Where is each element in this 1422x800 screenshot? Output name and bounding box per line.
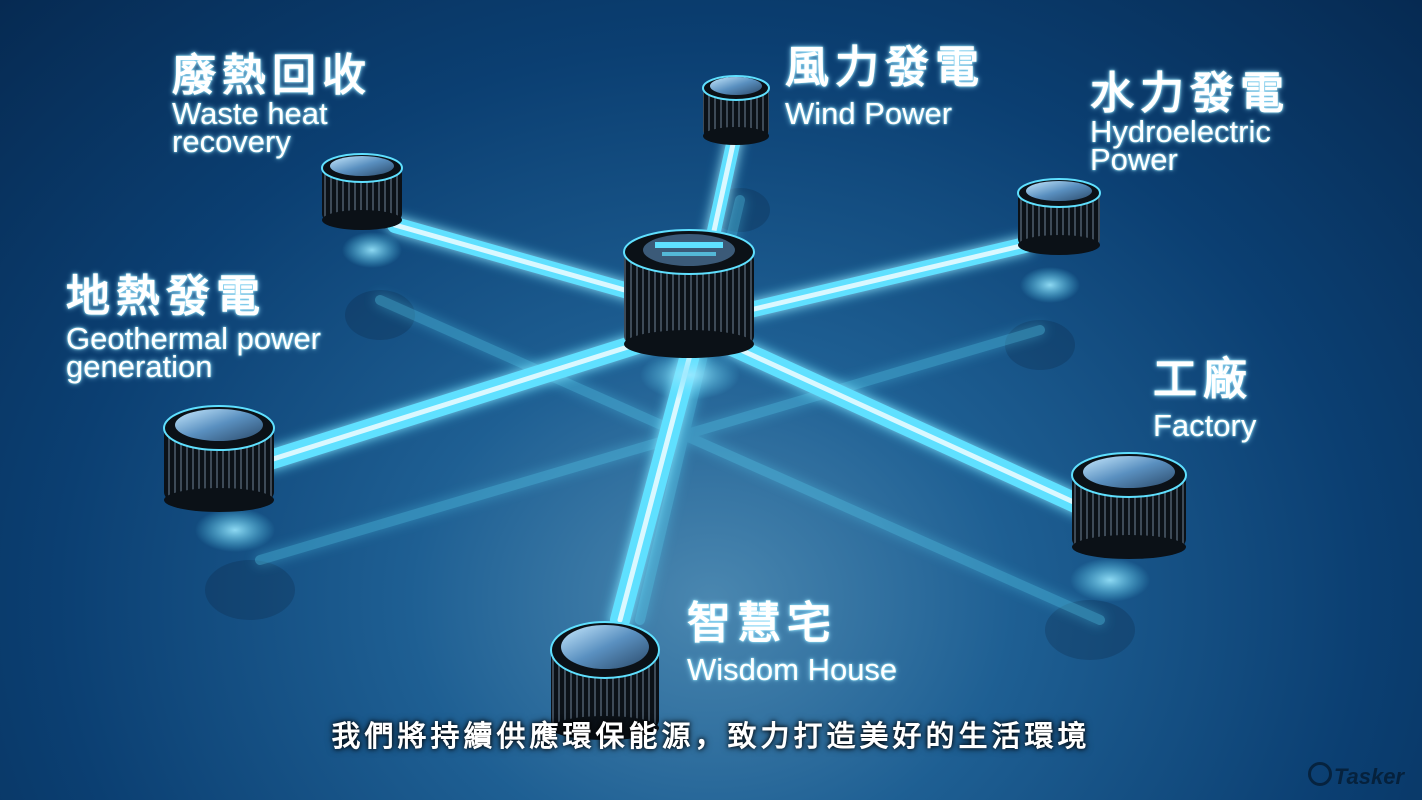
energy-beams bbox=[260, 128, 1090, 630]
node-waste-heat bbox=[321, 153, 403, 230]
label-wind: 風力發電 Wind Power bbox=[785, 42, 985, 131]
watermark-text: Tasker bbox=[1333, 764, 1404, 789]
label-hydro-en-line1: Hydroelectric bbox=[1090, 114, 1271, 149]
label-waste-heat: 廢熱回收 Waste heat recovery bbox=[172, 50, 372, 159]
label-waste-heat-zh: 廢熱回收 bbox=[172, 50, 372, 101]
node-wisdom-house bbox=[550, 621, 660, 740]
label-hydro-en-line2: Power bbox=[1090, 142, 1178, 177]
node-geothermal bbox=[163, 405, 275, 512]
label-waste-heat-en-line2: recovery bbox=[172, 124, 291, 159]
subtitle-caption: 我們將持續供應環保能源，致力打造美好的生活環境 bbox=[331, 719, 1091, 753]
node-wind bbox=[702, 75, 770, 145]
label-hydro-zh: 水力發電 bbox=[1090, 68, 1290, 119]
light-spots bbox=[195, 232, 1150, 602]
label-wisdom-house-en: Wisdom House bbox=[687, 652, 898, 687]
label-geothermal-en-line2: generation bbox=[66, 349, 213, 384]
label-waste-heat-en-line1: Waste heat bbox=[172, 96, 328, 131]
central-hub bbox=[623, 229, 755, 358]
watermark-logo-icon bbox=[1307, 762, 1332, 786]
node-factory bbox=[1071, 452, 1187, 559]
label-geothermal-en-line1: Geothermal power bbox=[66, 321, 322, 356]
label-geothermal: 地熱發電 Geothermal power generation bbox=[66, 271, 322, 384]
label-wisdom-house: 智慧宅 Wisdom House bbox=[687, 598, 898, 687]
label-wind-zh: 風力發電 bbox=[785, 42, 985, 93]
label-factory-en: Factory bbox=[1153, 408, 1257, 443]
label-wind-en: Wind Power bbox=[785, 96, 953, 131]
watermark: Tasker bbox=[1307, 762, 1404, 790]
node-hydro bbox=[1017, 178, 1101, 255]
label-factory-zh: 工廠 bbox=[1153, 354, 1253, 405]
label-wisdom-house-zh: 智慧宅 bbox=[687, 598, 837, 649]
label-geothermal-zh: 地熱發電 bbox=[66, 271, 266, 322]
label-hydro: 水力發電 Hydroelectric Power bbox=[1090, 68, 1290, 177]
label-factory: 工廠 Factory bbox=[1153, 354, 1257, 443]
